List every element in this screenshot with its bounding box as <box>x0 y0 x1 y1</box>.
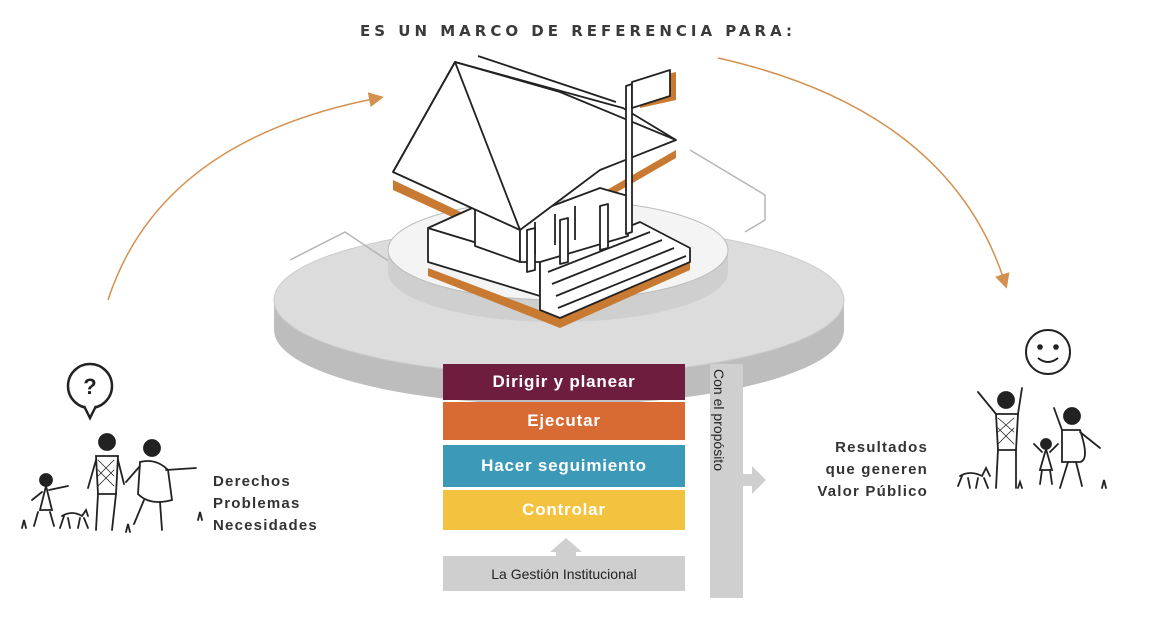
label-que-generen: que generen <box>825 461 928 478</box>
dog-icon <box>59 507 89 529</box>
up-arrow-icon <box>550 538 582 556</box>
smiley-face-icon <box>1025 329 1071 375</box>
label-problemas: Problemas <box>213 495 301 512</box>
label-derechos: Derechos <box>213 473 291 490</box>
page-title: ES UN MARCO DE REFERENCIA PARA: <box>360 22 796 40</box>
left-arc-arrow <box>107 92 384 301</box>
label-valor-publico: Valor Público <box>817 483 928 500</box>
proposito-label: Con el propósito <box>711 369 727 471</box>
gestion-institucional-box: La Gestión Institucional <box>443 556 685 591</box>
question-bubble-icon <box>66 362 114 421</box>
house-icon <box>392 55 691 328</box>
stage-hacer-seguimiento: Hacer seguimiento <box>443 445 685 487</box>
proposito-box <box>710 364 743 598</box>
stage-ejecutar: Ejecutar <box>443 402 685 440</box>
right-people-illustration <box>957 387 1107 489</box>
question-mark: ? <box>83 374 96 399</box>
right-arc-arrow <box>717 57 1010 289</box>
label-resultados: Resultados <box>835 439 928 456</box>
label-necesidades: Necesidades <box>213 517 318 534</box>
stage-controlar: Controlar <box>443 490 685 530</box>
right-arrow-icon <box>743 466 766 494</box>
left-people-illustration <box>21 433 203 533</box>
stage-dirigir-planear: Dirigir y planear <box>443 364 685 400</box>
left-labels: Derechos Problemas Necesidades <box>213 471 318 537</box>
right-labels: Resultados que generen Valor Público <box>780 437 928 503</box>
